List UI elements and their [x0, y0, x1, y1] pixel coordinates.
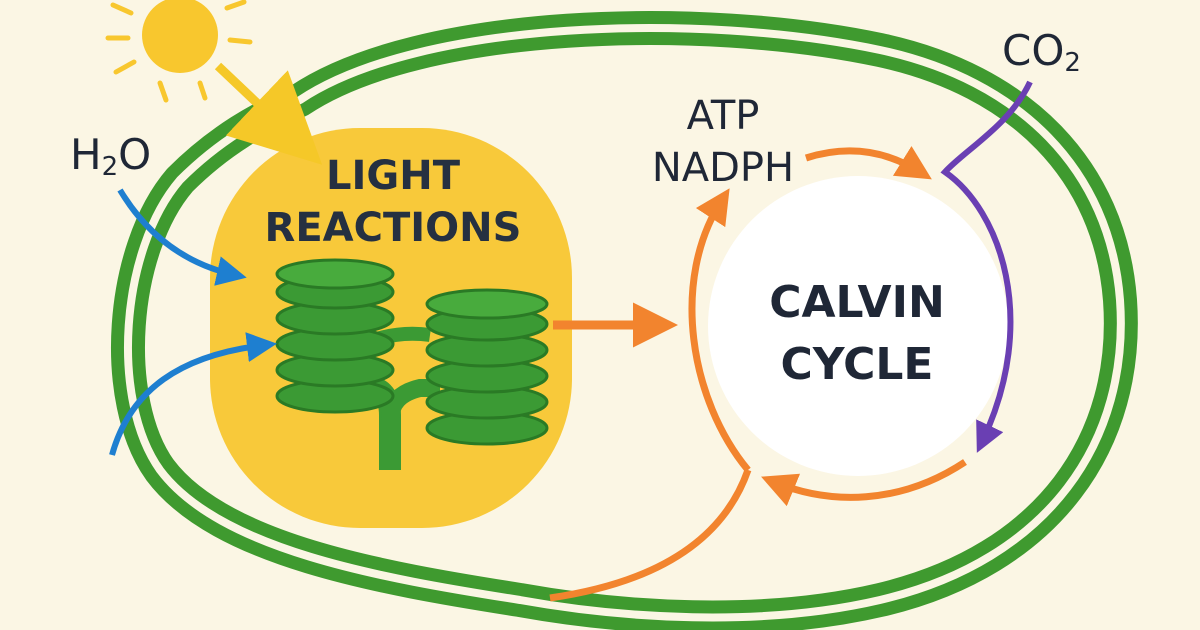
cycle-arrow-top [804, 146, 932, 180]
water-label-main: H [70, 130, 102, 179]
calvin-cycle-label: CALVIN CYCLE [712, 272, 1002, 396]
cycle-arrow-left [688, 188, 751, 473]
water-label-tail: O [118, 130, 152, 179]
cycle-arrow-bottom [761, 459, 967, 507]
co2-label: CO2 [1002, 26, 1081, 78]
thylakoid-icon [275, 258, 549, 470]
nadph-label: NADPH [651, 145, 795, 191]
water-arrow-lower [109, 332, 277, 456]
light-reactions-line2: REACTIONS [264, 205, 522, 251]
calvin-cycle-region [708, 176, 1008, 476]
water-arrow-upper [117, 188, 247, 286]
co2-label-main: CO [1002, 26, 1065, 75]
sun-icon [105, 0, 253, 103]
water-label: H2O [70, 130, 151, 182]
atp-label: ATP [686, 93, 760, 139]
sunlight-arrow [214, 62, 323, 165]
energy-carriers-label: ATP NADPH [628, 90, 818, 194]
co2-label-subscript: 2 [1064, 48, 1081, 78]
calvin-cycle-line2: CYCLE [780, 339, 934, 390]
sugar-output-arrow [549, 468, 752, 602]
water-label-subscript: 2 [101, 152, 119, 182]
co2-arrow [940, 80, 1033, 453]
light-reactions-line1: LIGHT [326, 153, 460, 199]
calvin-cycle-line1: CALVIN [769, 277, 945, 328]
light-reactions-label: LIGHT REACTIONS [218, 150, 568, 254]
